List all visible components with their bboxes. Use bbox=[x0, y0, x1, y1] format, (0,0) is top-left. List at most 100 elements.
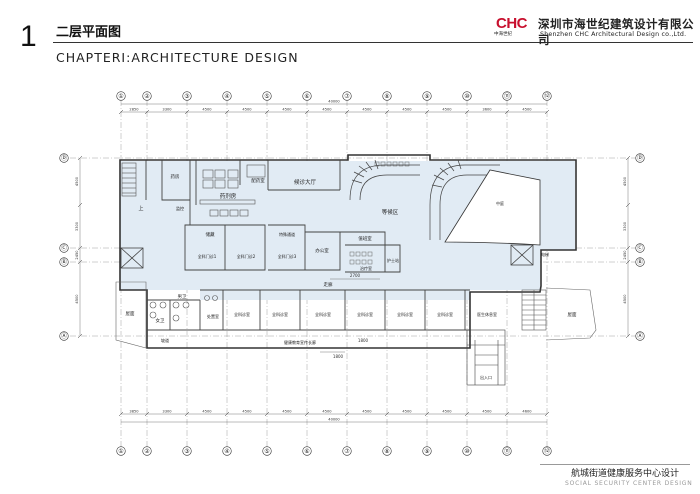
dimension-value: 3600 bbox=[482, 108, 492, 112]
dimension-value: 4500 bbox=[362, 410, 372, 414]
axis-label-row: Ⓓ bbox=[61, 154, 67, 162]
dimension-value: 4500 bbox=[402, 108, 412, 112]
room-label-roof-left: 屋面 bbox=[126, 311, 135, 317]
company-name-en: Shenzhen CHC Architectural Design co.,Lt… bbox=[540, 31, 687, 38]
room-label-entrance: 出入口 bbox=[480, 374, 492, 380]
dimension-value: 4500 bbox=[482, 410, 492, 414]
dimension-value: 4500 bbox=[442, 410, 452, 414]
dimension-total: 40000 bbox=[328, 418, 340, 422]
axis-bubble-col: ⑦ bbox=[342, 446, 352, 456]
room-label-corridor: 走廊 bbox=[324, 281, 333, 288]
curved-ramp-left bbox=[349, 159, 420, 201]
room-label-roof-right: 屋面 bbox=[568, 312, 577, 318]
axis-label-col: ⑨ bbox=[424, 448, 429, 455]
dimension-value: 4500 bbox=[322, 108, 332, 112]
axis-bubble-row: Ⓓ bbox=[59, 153, 69, 163]
axis-bubble-col: ⑧ bbox=[382, 446, 392, 456]
toilet-fixtures bbox=[149, 295, 218, 322]
footer-divider bbox=[540, 464, 690, 465]
axis-bubble-col: ① bbox=[116, 446, 126, 456]
room-label-public-ed: 健康教育宣传长廊 bbox=[284, 339, 316, 345]
axis-bubble-col: ③ bbox=[182, 446, 192, 456]
dimension-value-vertical: 4500 bbox=[623, 294, 627, 304]
atrium-void bbox=[444, 169, 541, 246]
dimension-value: 4500 bbox=[242, 410, 252, 414]
room-label-special: 特殊通道 bbox=[279, 231, 295, 237]
title-divider bbox=[53, 42, 693, 43]
room-label-pharmacy2: 药房 bbox=[171, 173, 180, 180]
dimension-value: 2850 bbox=[129, 108, 139, 112]
axis-bubble-row: Ⓑ bbox=[59, 257, 69, 267]
inner-dimension-notes: 2700 1800 1800 bbox=[320, 273, 380, 359]
axis-label-row: Ⓐ bbox=[61, 332, 67, 340]
room-labels: 候诊大厅 等候区 中庭 药剂房 药房 配药室 储藏 办公室 值班室 全科门诊1 … bbox=[126, 173, 577, 380]
roof-right bbox=[545, 287, 597, 341]
dimension-value: 4500 bbox=[322, 410, 332, 414]
roof-left bbox=[115, 281, 147, 349]
dimension-value: 4500 bbox=[402, 410, 412, 414]
pharmacy-fixtures bbox=[199, 164, 266, 217]
axis-label-col: ② bbox=[144, 448, 150, 455]
axis-label-col: ⑦ bbox=[344, 448, 350, 455]
axis-bubble-col: ⑦ bbox=[342, 91, 352, 101]
room-label-clinic-4: 全科诊室 bbox=[357, 311, 373, 317]
axis-label-col: ④ bbox=[224, 93, 229, 100]
axis-label-col: ① bbox=[118, 448, 123, 455]
axis-bubble-row: Ⓐ bbox=[59, 331, 69, 341]
axis-bubble-col: ⑫ bbox=[542, 446, 552, 456]
room-label-clinic-3: 全科诊室 bbox=[315, 311, 331, 317]
axis-label-col: ⑪ bbox=[504, 92, 510, 100]
waiting-seats bbox=[349, 161, 410, 265]
axis-label-col: ⑥ bbox=[304, 93, 309, 100]
room-label-office: 办公室 bbox=[315, 247, 329, 254]
axis-bubble-col: ② bbox=[142, 91, 152, 101]
axis-label-col: ⑩ bbox=[464, 93, 469, 100]
dimension-value: 4500 bbox=[282, 108, 292, 112]
axis-label-col: ① bbox=[118, 93, 123, 100]
dimension-total: 40000 bbox=[328, 100, 340, 104]
dimension-value: 4500 bbox=[362, 108, 372, 112]
room-label-well: 中庭 bbox=[496, 200, 504, 206]
dimension-value: 4500 bbox=[522, 108, 532, 112]
axis-label-col: ⑤ bbox=[264, 448, 269, 455]
room-label-slope: 坡道 bbox=[161, 337, 169, 343]
dimension-value-vertical: 3300 bbox=[75, 221, 79, 231]
elevator-right bbox=[510, 244, 534, 266]
axis-label-col: ⑦ bbox=[344, 93, 350, 100]
dimension-value: 4600 bbox=[522, 410, 532, 414]
axis-bubble-row: Ⓓ bbox=[635, 153, 645, 163]
room-label-clinic-6: 全科诊室 bbox=[437, 311, 453, 317]
dimension-value-vertical: 4500 bbox=[75, 294, 79, 304]
dimension-value: 3300 bbox=[162, 410, 172, 414]
room-label-waiting-area: 等候区 bbox=[382, 208, 399, 216]
exterior-walls bbox=[119, 154, 577, 349]
stair-top-left bbox=[121, 162, 137, 197]
dimension-value: 4500 bbox=[242, 108, 252, 112]
dimension-value: 3300 bbox=[162, 108, 172, 112]
room-label-dispensing: 配药室 bbox=[251, 177, 265, 184]
room-label-clinic-b: 全科门诊2 bbox=[237, 253, 256, 259]
room-label-toilet-m: 男卫 bbox=[178, 294, 187, 300]
dim-note-step2: 1800 bbox=[358, 338, 369, 343]
axis-label-col: ⑫ bbox=[544, 447, 550, 455]
dimension-value: 4500 bbox=[282, 410, 292, 414]
axis-bubble-col: ② bbox=[142, 446, 152, 456]
axis-bubble-col: ⑪ bbox=[502, 91, 512, 101]
page-title: 二层平面图 bbox=[56, 25, 122, 40]
axis-label-col: ⑥ bbox=[304, 448, 309, 455]
dimension-value: 4500 bbox=[202, 410, 212, 414]
axis-label-row: Ⓑ bbox=[637, 258, 643, 266]
dimension-value-vertical: 2450 bbox=[75, 250, 79, 260]
room-label-clinic-5: 全科诊室 bbox=[397, 311, 413, 317]
axis-label-row: Ⓓ bbox=[637, 154, 643, 162]
room-label-toilet-w: 女卫 bbox=[156, 317, 165, 324]
dimension-value-vertical: 3300 bbox=[623, 221, 627, 231]
project-title-cn: 航城街道健康服务中心设计 bbox=[571, 469, 680, 479]
dimension-lines: 2850 3300 4500 4500 4500 4500 4500 4500 4500 3600… bbox=[75, 100, 631, 423]
company-logo: CHC bbox=[496, 15, 528, 32]
room-label-medical-rest: 医生休息室 bbox=[477, 311, 497, 317]
entrance-canopy bbox=[466, 329, 506, 386]
dimension-value-vertical: 4500 bbox=[75, 176, 79, 186]
